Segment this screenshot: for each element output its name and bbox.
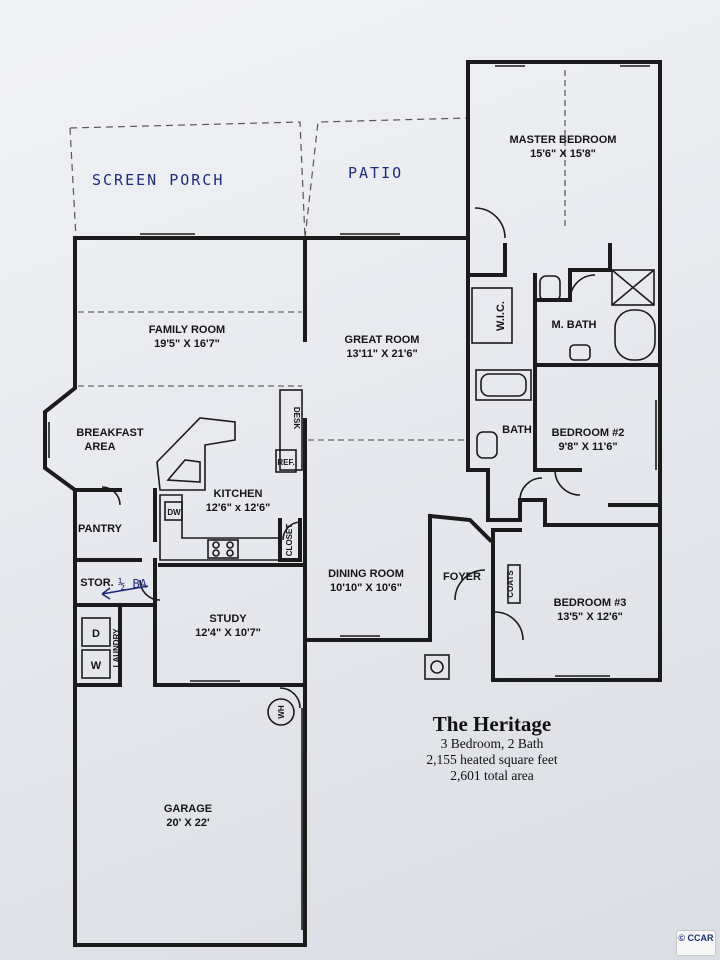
- laundry-label: LAUNDRY: [112, 628, 121, 667]
- desk-label: DESK: [292, 407, 301, 429]
- interior-walls: [73, 236, 660, 687]
- master-bedroom-size: 15'6" X 15'8": [530, 148, 596, 160]
- kitchen-counters: [156, 389, 303, 561]
- patio-note: PATIO: [348, 164, 403, 182]
- entry-stoop: [424, 654, 450, 680]
- master-bath-label: M. BATH: [551, 319, 596, 331]
- plan-spec-heated: 2,155 heated square feet: [426, 752, 558, 767]
- master-bedroom-label: MASTER BEDROOM: [510, 134, 617, 146]
- pantry-label: PANTRY: [78, 523, 123, 535]
- brand-watermark: © CCAR: [676, 930, 716, 956]
- doors: [101, 207, 596, 930]
- plan-spec-total: 2,601 total area: [450, 768, 534, 783]
- screen-porch-outline: [69, 117, 471, 239]
- room-dividers: [78, 70, 566, 441]
- closet-label: CLOSET: [285, 524, 294, 557]
- storage-label: STOR.: [80, 577, 113, 589]
- breakfast-label-2: AREA: [84, 441, 115, 453]
- bath-label: BATH: [502, 424, 532, 436]
- dryer-box: [81, 617, 111, 647]
- exterior-walls: [43, 60, 662, 947]
- bedroom3-size: 13'5" X 12'6": [557, 611, 623, 623]
- bedroom3-label: BEDROOM #3: [554, 597, 627, 609]
- plan-title: The Heritage: [432, 712, 552, 736]
- foyer-label: FOYER: [443, 571, 481, 583]
- great-room-label: GREAT ROOM: [345, 334, 420, 346]
- dishwasher-label: DW: [167, 508, 181, 517]
- coats-label: COATS: [506, 570, 515, 598]
- great-room-size: 13'11" X 21'6": [346, 348, 417, 360]
- dryer-label: D: [92, 628, 100, 640]
- garage-size: 20' X 22': [166, 817, 210, 829]
- family-room-size: 19'5" X 16'7": [154, 338, 220, 350]
- washer-label: W: [91, 660, 102, 672]
- half-bath-arrow: [101, 585, 149, 600]
- screen-porch-note: SCREEN PORCH: [92, 171, 224, 189]
- plan-title-block: The Heritage 3 Bedroom, 2 Bath 2,155 hea…: [392, 712, 592, 784]
- dining-room-size: 10'10" X 10'6": [330, 582, 402, 594]
- study-label: STUDY: [209, 613, 247, 625]
- garage-label: GARAGE: [164, 803, 212, 815]
- dining-room-label: DINING ROOM: [328, 568, 404, 580]
- bath-fixtures: [471, 269, 656, 459]
- kitchen-size: 12'6" x 12'6": [206, 502, 271, 514]
- half-bath-note: ½ BA: [118, 577, 148, 591]
- family-room-label: FAMILY ROOM: [149, 324, 225, 336]
- breakfast-label: BREAKFAST: [76, 427, 144, 439]
- plan-spec-bedrooms: 3 Bedroom, 2 Bath: [440, 736, 544, 751]
- study-size: 12'4" X 10'7": [195, 627, 261, 639]
- water-heater-label: WH: [277, 705, 286, 719]
- bedroom2-label: BEDROOM #2: [552, 427, 625, 439]
- wic-label: W.I.C.: [495, 301, 507, 331]
- windows: [48, 65, 657, 682]
- laundry-appliances: [81, 617, 111, 679]
- bedroom2-size: 9'8" X 11'6": [558, 441, 617, 453]
- washer-box: [81, 649, 111, 679]
- refrigerator-label: REF.: [277, 458, 294, 467]
- kitchen-label: KITCHEN: [214, 488, 263, 500]
- water-heater-circle: [267, 698, 295, 726]
